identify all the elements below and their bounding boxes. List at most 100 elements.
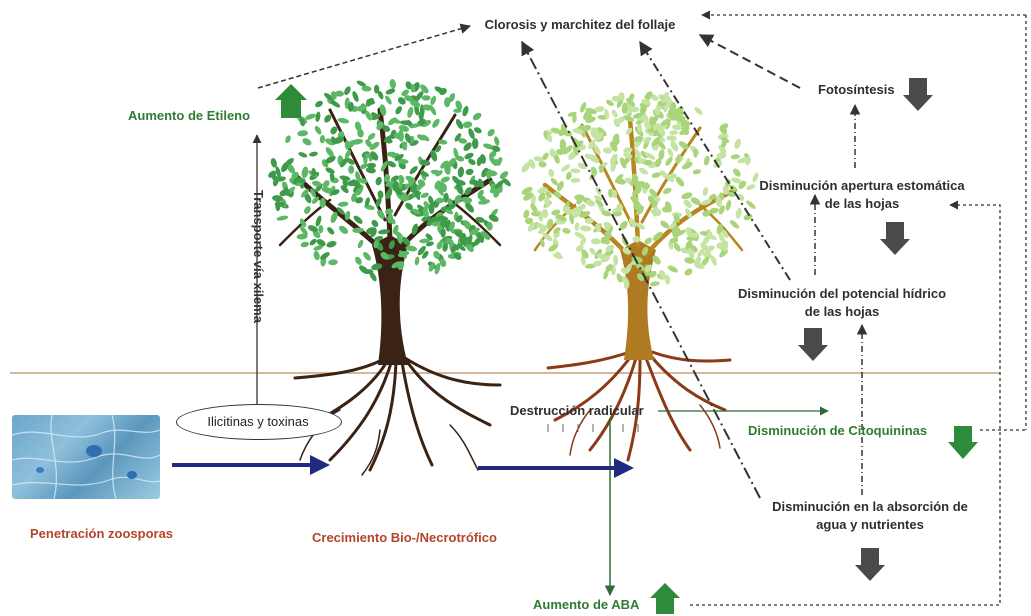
leaf	[550, 127, 561, 134]
leaf	[405, 81, 413, 90]
leaf	[562, 228, 571, 234]
leaf	[556, 214, 567, 222]
leaf	[375, 176, 382, 186]
leaf	[454, 133, 462, 142]
leaf	[434, 180, 442, 190]
leaf	[299, 218, 307, 228]
leaf	[715, 196, 722, 207]
leaf	[644, 237, 653, 245]
leaf	[595, 199, 604, 207]
leaf	[577, 162, 587, 170]
leaf	[352, 227, 364, 233]
leaf	[649, 188, 658, 198]
leaf	[611, 109, 618, 118]
leaf	[681, 161, 693, 170]
leaf	[596, 253, 608, 260]
label-etileno: Aumento de Etileno	[128, 108, 251, 123]
leaf	[632, 235, 641, 243]
leaf	[731, 177, 742, 184]
leaf	[590, 238, 601, 245]
leaf	[604, 231, 613, 238]
leaf	[312, 230, 321, 239]
leaf	[721, 229, 729, 238]
leaf	[309, 238, 317, 246]
leaf	[369, 271, 377, 282]
leaf	[411, 223, 419, 235]
leaf	[319, 135, 326, 144]
leaf	[694, 262, 705, 270]
leaf	[405, 175, 416, 183]
leaf	[603, 147, 612, 154]
leaf	[479, 154, 486, 164]
leaf	[580, 255, 586, 266]
leaf	[565, 171, 572, 180]
leaf	[652, 231, 663, 241]
leaf	[493, 188, 500, 198]
leaf	[326, 240, 337, 248]
leaf	[548, 244, 558, 252]
leaf	[681, 127, 690, 135]
leaf	[311, 196, 320, 204]
leaf	[612, 133, 620, 144]
leaf	[435, 145, 442, 153]
leaf	[636, 273, 645, 282]
leaf	[319, 197, 326, 208]
leaf	[538, 192, 546, 202]
leaf	[579, 225, 592, 232]
leaf	[546, 218, 554, 230]
leaf	[473, 237, 482, 246]
leaf	[356, 104, 367, 112]
leaf	[579, 211, 591, 218]
leaf	[585, 199, 596, 207]
leaf	[631, 173, 639, 182]
leaf	[348, 165, 355, 174]
leaf	[657, 141, 666, 150]
arrow-absorcion-to-clorosis	[521, 40, 761, 499]
leaf	[610, 153, 618, 165]
leaf	[632, 112, 643, 119]
leaf	[693, 148, 698, 158]
leaf	[367, 162, 376, 169]
leaf	[371, 263, 383, 271]
leaf	[397, 158, 409, 165]
leaf	[268, 170, 277, 178]
down-arrow-icon	[855, 548, 885, 581]
leaf	[673, 225, 681, 236]
leaf	[589, 247, 596, 255]
leaf	[662, 187, 672, 194]
leaf	[614, 173, 624, 184]
leaf	[623, 152, 633, 159]
leaf	[735, 208, 742, 219]
leaf	[358, 178, 368, 184]
leaf	[434, 263, 441, 275]
leaf	[365, 110, 372, 121]
leaf	[369, 141, 380, 150]
leaf	[419, 159, 431, 166]
leaf	[601, 210, 612, 217]
leaf	[558, 128, 566, 137]
leaf	[640, 150, 648, 159]
leaf	[359, 265, 369, 274]
label-absorcion-1: Disminución en la absorción de	[772, 499, 968, 514]
leaf	[292, 177, 300, 185]
up-arrow-icon	[275, 84, 307, 118]
leaf	[421, 95, 431, 101]
leaf	[411, 208, 421, 215]
leaf	[690, 244, 698, 252]
leaf	[547, 133, 553, 143]
leaf	[270, 158, 277, 168]
leaf	[666, 135, 678, 142]
leaf	[533, 156, 544, 162]
leaf	[642, 113, 649, 123]
leaf	[675, 176, 685, 187]
leaf	[664, 274, 671, 285]
leaf	[619, 157, 627, 169]
leaf	[455, 183, 464, 195]
leaf	[380, 161, 388, 172]
leaf	[718, 205, 725, 215]
leaf	[276, 215, 289, 221]
leaf	[464, 152, 474, 160]
leaf	[404, 95, 413, 102]
leaf	[604, 109, 610, 120]
